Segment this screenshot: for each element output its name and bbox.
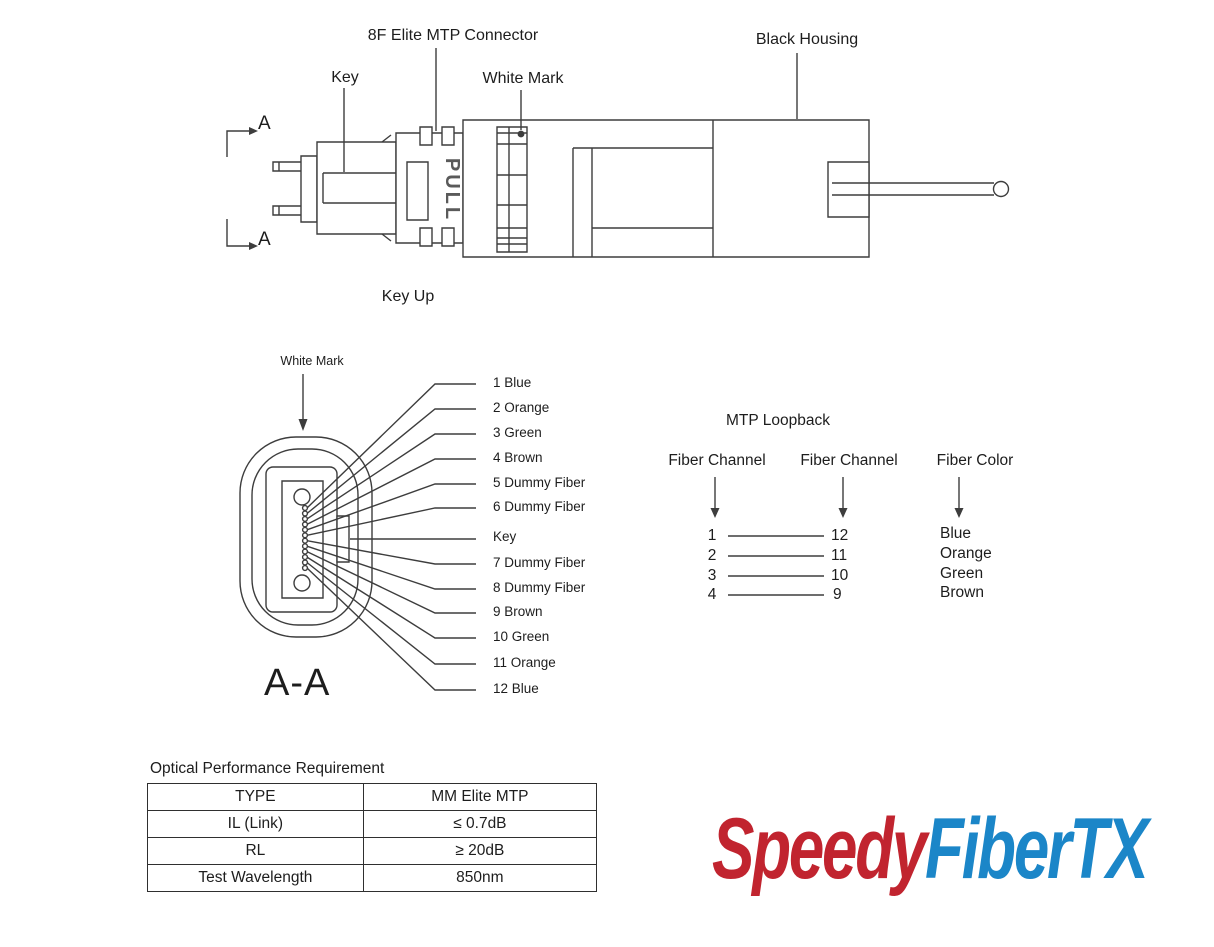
loopback-header-fiber-color: Fiber Color [936, 452, 1014, 469]
section-view-drawing [240, 374, 476, 690]
column-arrows [710, 477, 964, 518]
performance-table: TYPE MM Elite MTP IL (Link) ≤ 0.7dB RL ≥… [147, 783, 598, 892]
loopback-to-3: 10 [831, 567, 849, 584]
fiber-label-10: 10 Green [493, 629, 550, 644]
loopback-color-2: Orange [940, 545, 992, 562]
param-cell: Test Wavelength [147, 864, 364, 892]
fiber-label-2: 2 Orange [493, 400, 550, 415]
adapter-plate [497, 127, 527, 252]
value-cell: MM Elite MTP [362, 783, 598, 811]
section-title: A-A [264, 662, 331, 704]
white-mark-dot [517, 130, 525, 138]
fiber-leader-lines [307, 384, 476, 690]
right-arrow-icon [249, 242, 258, 250]
white-mark-label: White Mark [482, 70, 564, 87]
key-channel [323, 173, 396, 203]
pull-tab-window [407, 162, 428, 220]
key-label: Key [331, 69, 359, 86]
logo-speedy: Speedy [712, 801, 927, 897]
key-up-label: Key Up [381, 288, 435, 305]
down-arrow-icon [710, 508, 720, 518]
fiber-label-12: 12 Blue [493, 681, 539, 696]
fiber-label-7: 7 Dummy Fiber [493, 555, 586, 570]
loopback-from-2: 2 [707, 547, 717, 564]
mtp-ferrule-body [317, 135, 396, 241]
latch-bump [420, 127, 432, 145]
fiber-label-11: 11 Orange [493, 655, 556, 670]
fiber-label-1: 1 Blue [493, 375, 532, 390]
black-housing-outline [463, 120, 869, 257]
right-arrow-icon [249, 127, 258, 135]
performance-table-title: Optical Performance Requirement [150, 760, 385, 777]
fiber-label-9: 9 Brown [493, 604, 543, 619]
loopback-diagram-lines [710, 477, 964, 595]
down-arrow-icon [298, 419, 308, 431]
value-cell: ≤ 0.7dB [362, 810, 598, 838]
logo-fibertx: FiberTX [925, 801, 1149, 897]
loopback-color-4: Brown [940, 584, 984, 601]
loopback-header-fiber-channel-1: Fiber Channel [668, 452, 766, 469]
table-row: RL ≥ 20dB [147, 837, 598, 865]
speedyfibertx-logo: SpeedyFiberTX [712, 800, 1149, 899]
loopback-cord [828, 162, 1009, 217]
latch-bump [420, 228, 432, 246]
latch-bump [442, 228, 454, 246]
value-cell: 850nm [362, 864, 598, 892]
loopback-color-1: Blue [940, 525, 972, 542]
table-row: TYPE MM Elite MTP [147, 783, 598, 811]
fiber-label-6: 6 Dummy Fiber [493, 499, 586, 514]
latch-bump [442, 127, 454, 145]
section-marker-bottom [227, 219, 258, 250]
section-white-mark-label: White Mark [280, 354, 344, 368]
value-cell: ≥ 20dB [362, 837, 598, 865]
section-letter-bottom: A [258, 229, 271, 250]
loopback-title: MTP Loopback [726, 412, 830, 429]
cord-end [994, 182, 1009, 197]
pull-tab-text: PULL [441, 158, 463, 222]
channel-connection-lines [728, 536, 824, 595]
loopback-to-2: 11 [831, 547, 848, 564]
fiber-label-5: 5 Dummy Fiber [493, 475, 586, 490]
param-cell: IL (Link) [147, 810, 364, 838]
guide-pin-hole-bottom [294, 575, 310, 591]
fiber-label-4: 4 Brown [493, 450, 543, 465]
fiber-dots [303, 506, 308, 571]
section-letter-top: A [258, 113, 271, 134]
loopback-from-1: 1 [707, 527, 717, 544]
section-marker-top [227, 127, 258, 157]
key-feature [337, 516, 349, 562]
black-housing-label: Black Housing [755, 31, 859, 48]
table-row: IL (Link) ≤ 0.7dB [147, 810, 598, 838]
down-arrow-icon [838, 508, 848, 518]
loopback-from-4: 4 [707, 586, 717, 603]
side-view-drawing: PULL [227, 48, 1009, 257]
connector-label: 8F Elite MTP Connector [367, 27, 539, 44]
loopback-to-4: 9 [833, 586, 842, 603]
loopback-color-3: Green [940, 565, 984, 582]
loopback-header-fiber-channel-2: Fiber Channel [800, 452, 898, 469]
guide-pins [273, 162, 302, 215]
down-arrow-icon [954, 508, 964, 518]
loopback-from-3: 3 [707, 567, 717, 584]
fiber-label-key: Key [493, 529, 517, 544]
white-mark-arrow [298, 374, 308, 431]
table-row: Test Wavelength 850nm [147, 864, 598, 892]
fiber-label-8: 8 Dummy Fiber [493, 580, 586, 595]
fiber-label-3: 3 Green [493, 425, 542, 440]
leader-lines [344, 48, 797, 172]
ferrule-end-plate [301, 156, 317, 222]
loopback-to-1: 12 [831, 527, 849, 544]
mtp-plug-housing: PULL [396, 127, 463, 246]
guide-pin-hole-top [294, 489, 310, 505]
param-cell: TYPE [147, 783, 364, 811]
param-cell: RL [147, 837, 364, 865]
